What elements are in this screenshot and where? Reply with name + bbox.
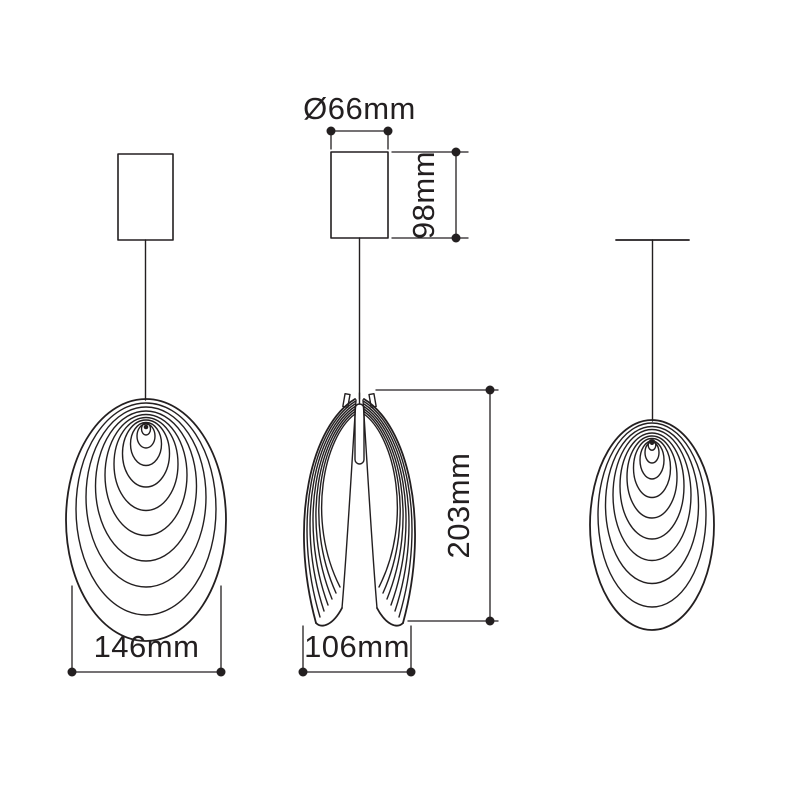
bulb-capsule [354,403,365,465]
shell-front [65,398,227,642]
shell-side [303,392,416,627]
dim-body-height: 203mm [375,385,499,626]
hanging-eyelet-back [647,439,657,451]
dim-side-width: 106mm [298,625,416,677]
eyelet-dot-back [650,441,654,445]
back-view [589,239,715,631]
dim-canopy-diameter: Ø66mm [303,91,416,150]
side-view [303,151,416,627]
eyelet-dot-front [143,424,149,430]
side-width-label: 106mm [304,629,410,664]
shell-half-right [362,398,416,627]
canopy-diameter-label: Ø66mm [303,91,416,126]
canopy-height-label: 98mm [406,151,441,239]
canopy-side [330,151,389,239]
dim-canopy-height: 98mm [391,147,469,243]
dim-front-width: 146mm [67,585,226,677]
front-width-label: 146mm [94,629,200,664]
shell-half-left [303,398,357,627]
shell-back [589,419,715,631]
hanging-eyelet-front [140,422,152,436]
front-view [65,153,227,642]
body-height-label: 203mm [441,453,476,559]
canopy-front [117,153,174,241]
